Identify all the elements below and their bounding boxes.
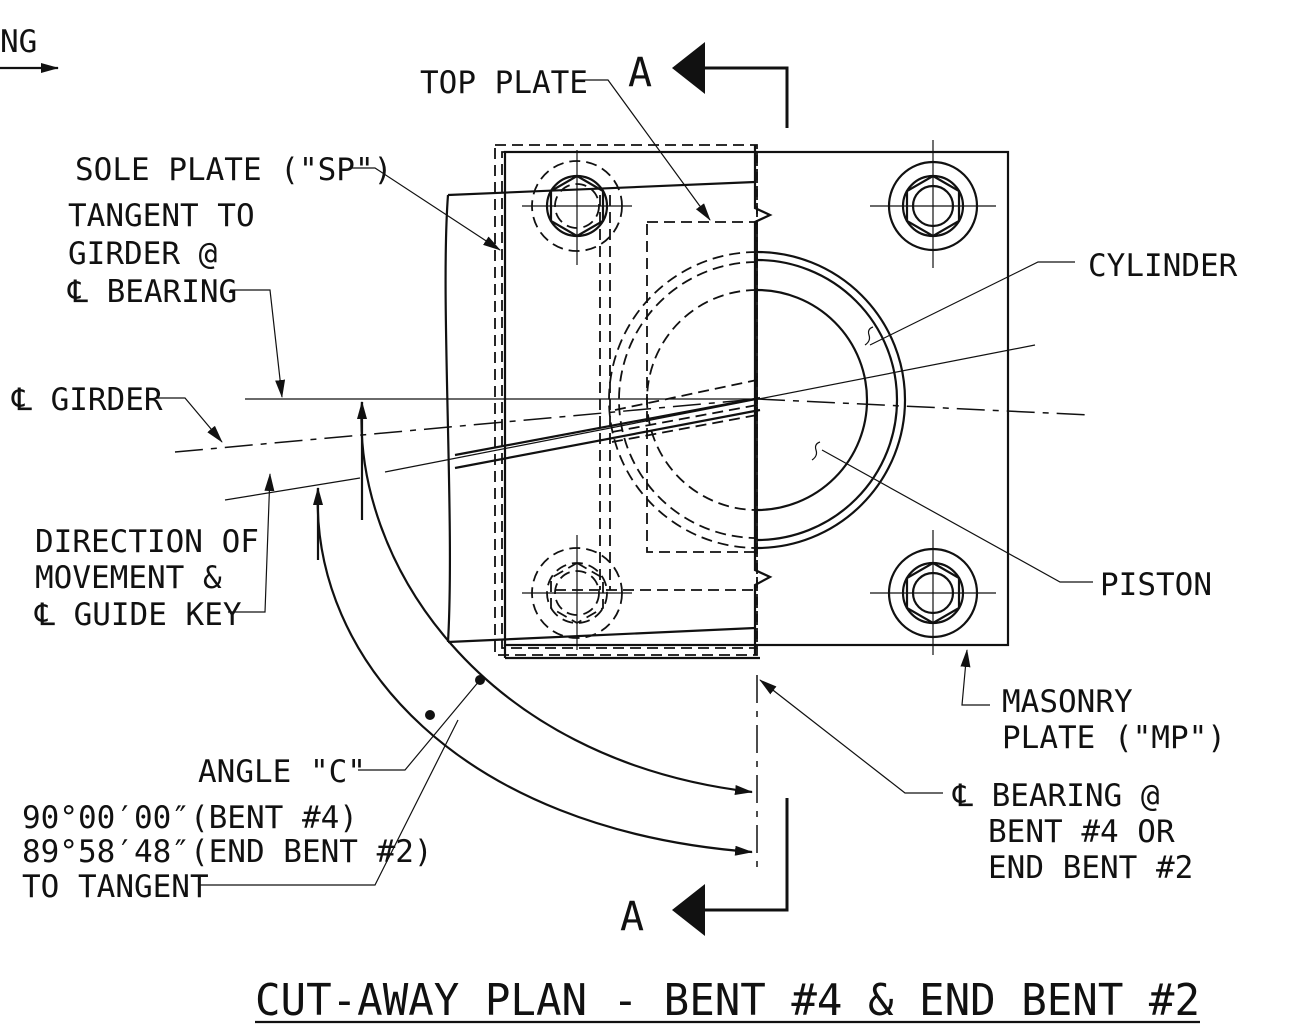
section-cut (672, 42, 789, 936)
leaders (157, 79, 1093, 886)
annotations: NG TOP PLATE A A SOLE PLATE ("SP") TANGE… (0, 24, 1238, 940)
direction-label-line2: MOVEMENT & (35, 560, 222, 596)
leader-direction (228, 473, 275, 613)
leader-angle-c (358, 679, 481, 771)
anchor-bolts (522, 140, 996, 655)
direction-label-line1: DIRECTION OF (35, 524, 259, 560)
bolt-top-left (522, 150, 632, 265)
cl-bearing-label-line2: BENT #4 OR (988, 814, 1175, 850)
angle-value-line3: TO TANGENT (22, 869, 209, 905)
piston-label: PISTON (1100, 567, 1212, 603)
cl-girder-label: ℄ GIRDER (11, 382, 163, 418)
bolt-bottom-right (870, 530, 996, 655)
angle-arc-direction (316, 487, 753, 856)
cylinder (608, 250, 907, 550)
direction-line-left (224, 477, 361, 501)
angle-c-label: ANGLE "C" (198, 754, 366, 790)
section-mark-top: A (628, 50, 652, 96)
leader-top-plate (577, 79, 711, 221)
direction-line (384, 344, 1036, 473)
leader-cylinder (869, 261, 1075, 346)
partial-label: NG (0, 24, 37, 60)
bolt-top-right (870, 140, 996, 268)
angle-value-line1: 90°00′00″(BENT #4) (22, 800, 358, 836)
masonry-label-line1: MASONRY (1002, 684, 1133, 720)
leader-piston (821, 449, 1093, 583)
bolt-bottom-left (522, 535, 632, 650)
centerlines (174, 344, 1091, 870)
section-mark-bottom: A (620, 894, 644, 940)
cl-bearing-label-line1: ℄ BEARING @ (952, 778, 1160, 814)
cylinder-label: CYLINDER (1088, 248, 1238, 284)
cl-bearing-label-line3: END BENT #2 (988, 850, 1193, 886)
sole-plate-label: SOLE PLATE ("SP") (75, 152, 392, 188)
drawing-title-text: CUT-AWAY PLAN - BENT #4 & END BENT #2 (255, 975, 1200, 1026)
top-plate-label: TOP PLATE (420, 65, 588, 101)
angle-arc-tangent (360, 401, 753, 795)
piston (646, 288, 874, 512)
leader-tangent (230, 289, 286, 398)
leader-masonry (960, 649, 990, 706)
leader-angle-value (200, 719, 459, 886)
drawing-title: CUT-AWAY PLAN - BENT #4 & END BENT #2 (255, 975, 1200, 1026)
guide-key (454, 379, 761, 470)
cl-girder-left (174, 398, 758, 453)
leader-sole-plate (350, 167, 501, 251)
leader-cl-bearing (759, 679, 943, 794)
tangent-label-line1: TANGENT TO (68, 198, 255, 234)
leader-cl-girder (157, 397, 223, 443)
angle-value-line2: 89°58′48″(END BENT #2) (22, 834, 433, 870)
angle-arcs (313, 401, 753, 856)
cl-girder-right (756, 398, 1091, 416)
masonry-label-line2: PLATE ("MP") (1002, 720, 1226, 756)
direction-label-line3: ℄ GUIDE KEY (34, 597, 242, 633)
tangent-label-line3: ℄ BEARING (67, 274, 237, 310)
tangent-label-line2: GIRDER @ (68, 236, 217, 272)
